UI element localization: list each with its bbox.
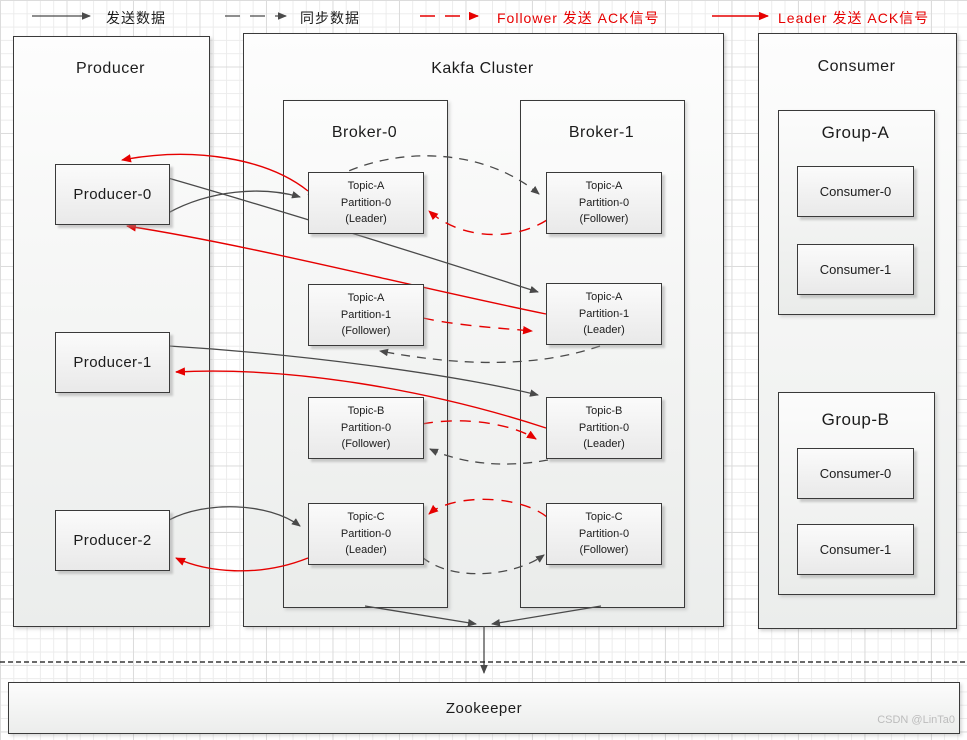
consumer-label: Consumer-0 [819,466,892,481]
broker1-topicB-p0-node: Topic-B Partition-0 (Leader) [546,397,662,459]
partition-topic: Topic-A [585,180,623,193]
producer-2-node: Producer-2 [55,510,170,571]
broker0-topicA-p0-node: Topic-A Partition-0 (Leader) [308,172,424,234]
legend-label-follower-ack: Follower 发送 ACK信号 [497,10,660,26]
consumer-label: Consumer-1 [819,542,892,557]
partition-id: Partition-0 [578,527,630,540]
legend-label-send-data: 发送数据 [106,10,166,26]
group-b-title: Group-B [821,410,890,429]
partition-role: (Leader) [583,324,625,337]
partition-topic: Topic-A [347,292,385,305]
partition-id: Partition-0 [578,196,630,209]
groupA-consumer-0-node: Consumer-0 [797,166,914,217]
broker-1-title: Broker-1 [568,124,635,141]
partition-role: (Follower) [579,213,629,226]
partition-role: (Follower) [579,544,629,557]
producer-0-node: Producer-0 [55,164,170,225]
broker1-topicC-p0-node: Topic-C Partition-0 (Follower) [546,503,662,565]
partition-topic: Topic-C [585,511,623,524]
producer-panel-title: Producer [76,60,145,77]
partition-role: (Leader) [583,438,625,451]
consumer-label: Consumer-0 [819,184,892,199]
partition-id: Partition-1 [340,308,392,321]
broker-0-title: Broker-0 [331,124,398,141]
kafka-cluster-title: Kakfa Cluster [431,60,534,77]
consumer-panel-title: Consumer [817,58,896,75]
groupB-consumer-0-node: Consumer-0 [797,448,914,499]
partition-id: Partition-0 [340,421,392,434]
partition-role: (Leader) [345,213,387,226]
groupA-consumer-1-node: Consumer-1 [797,244,914,295]
producer-1-label: Producer-1 [73,354,152,371]
broker0-topicC-p0-node: Topic-C Partition-0 (Leader) [308,503,424,565]
broker0-topicA-p1-node: Topic-A Partition-1 (Follower) [308,284,424,346]
partition-role: (Leader) [345,544,387,557]
partition-id: Partition-0 [340,527,392,540]
partition-topic: Topic-B [585,405,623,418]
partition-id: Partition-1 [578,307,630,320]
zookeeper-box: Zookeeper [8,682,960,734]
partition-topic: Topic-C [347,511,385,524]
producer-0-label: Producer-0 [73,186,152,203]
producer-2-label: Producer-2 [73,532,152,549]
partition-id: Partition-0 [578,421,630,434]
partition-role: (Follower) [341,438,391,451]
partition-topic: Topic-B [347,405,385,418]
legend-label-leader-ack: Leader 发送 ACK信号 [778,10,930,26]
partition-topic: Topic-A [585,291,623,304]
zookeeper-title: Zookeeper [445,699,523,717]
legend-label-sync-data: 同步数据 [300,10,360,26]
consumer-label: Consumer-1 [819,262,892,277]
group-a-title: Group-A [821,123,890,142]
broker1-topicA-p0-node: Topic-A Partition-0 (Follower) [546,172,662,234]
producer-1-node: Producer-1 [55,332,170,393]
broker1-topicA-p1-node: Topic-A Partition-1 (Leader) [546,283,662,345]
watermark-text: CSDN @LinTa0 [877,714,955,726]
groupB-consumer-1-node: Consumer-1 [797,524,914,575]
partition-id: Partition-0 [340,196,392,209]
partition-topic: Topic-A [347,180,385,193]
broker0-topicB-p0-node: Topic-B Partition-0 (Follower) [308,397,424,459]
partition-role: (Follower) [341,325,391,338]
